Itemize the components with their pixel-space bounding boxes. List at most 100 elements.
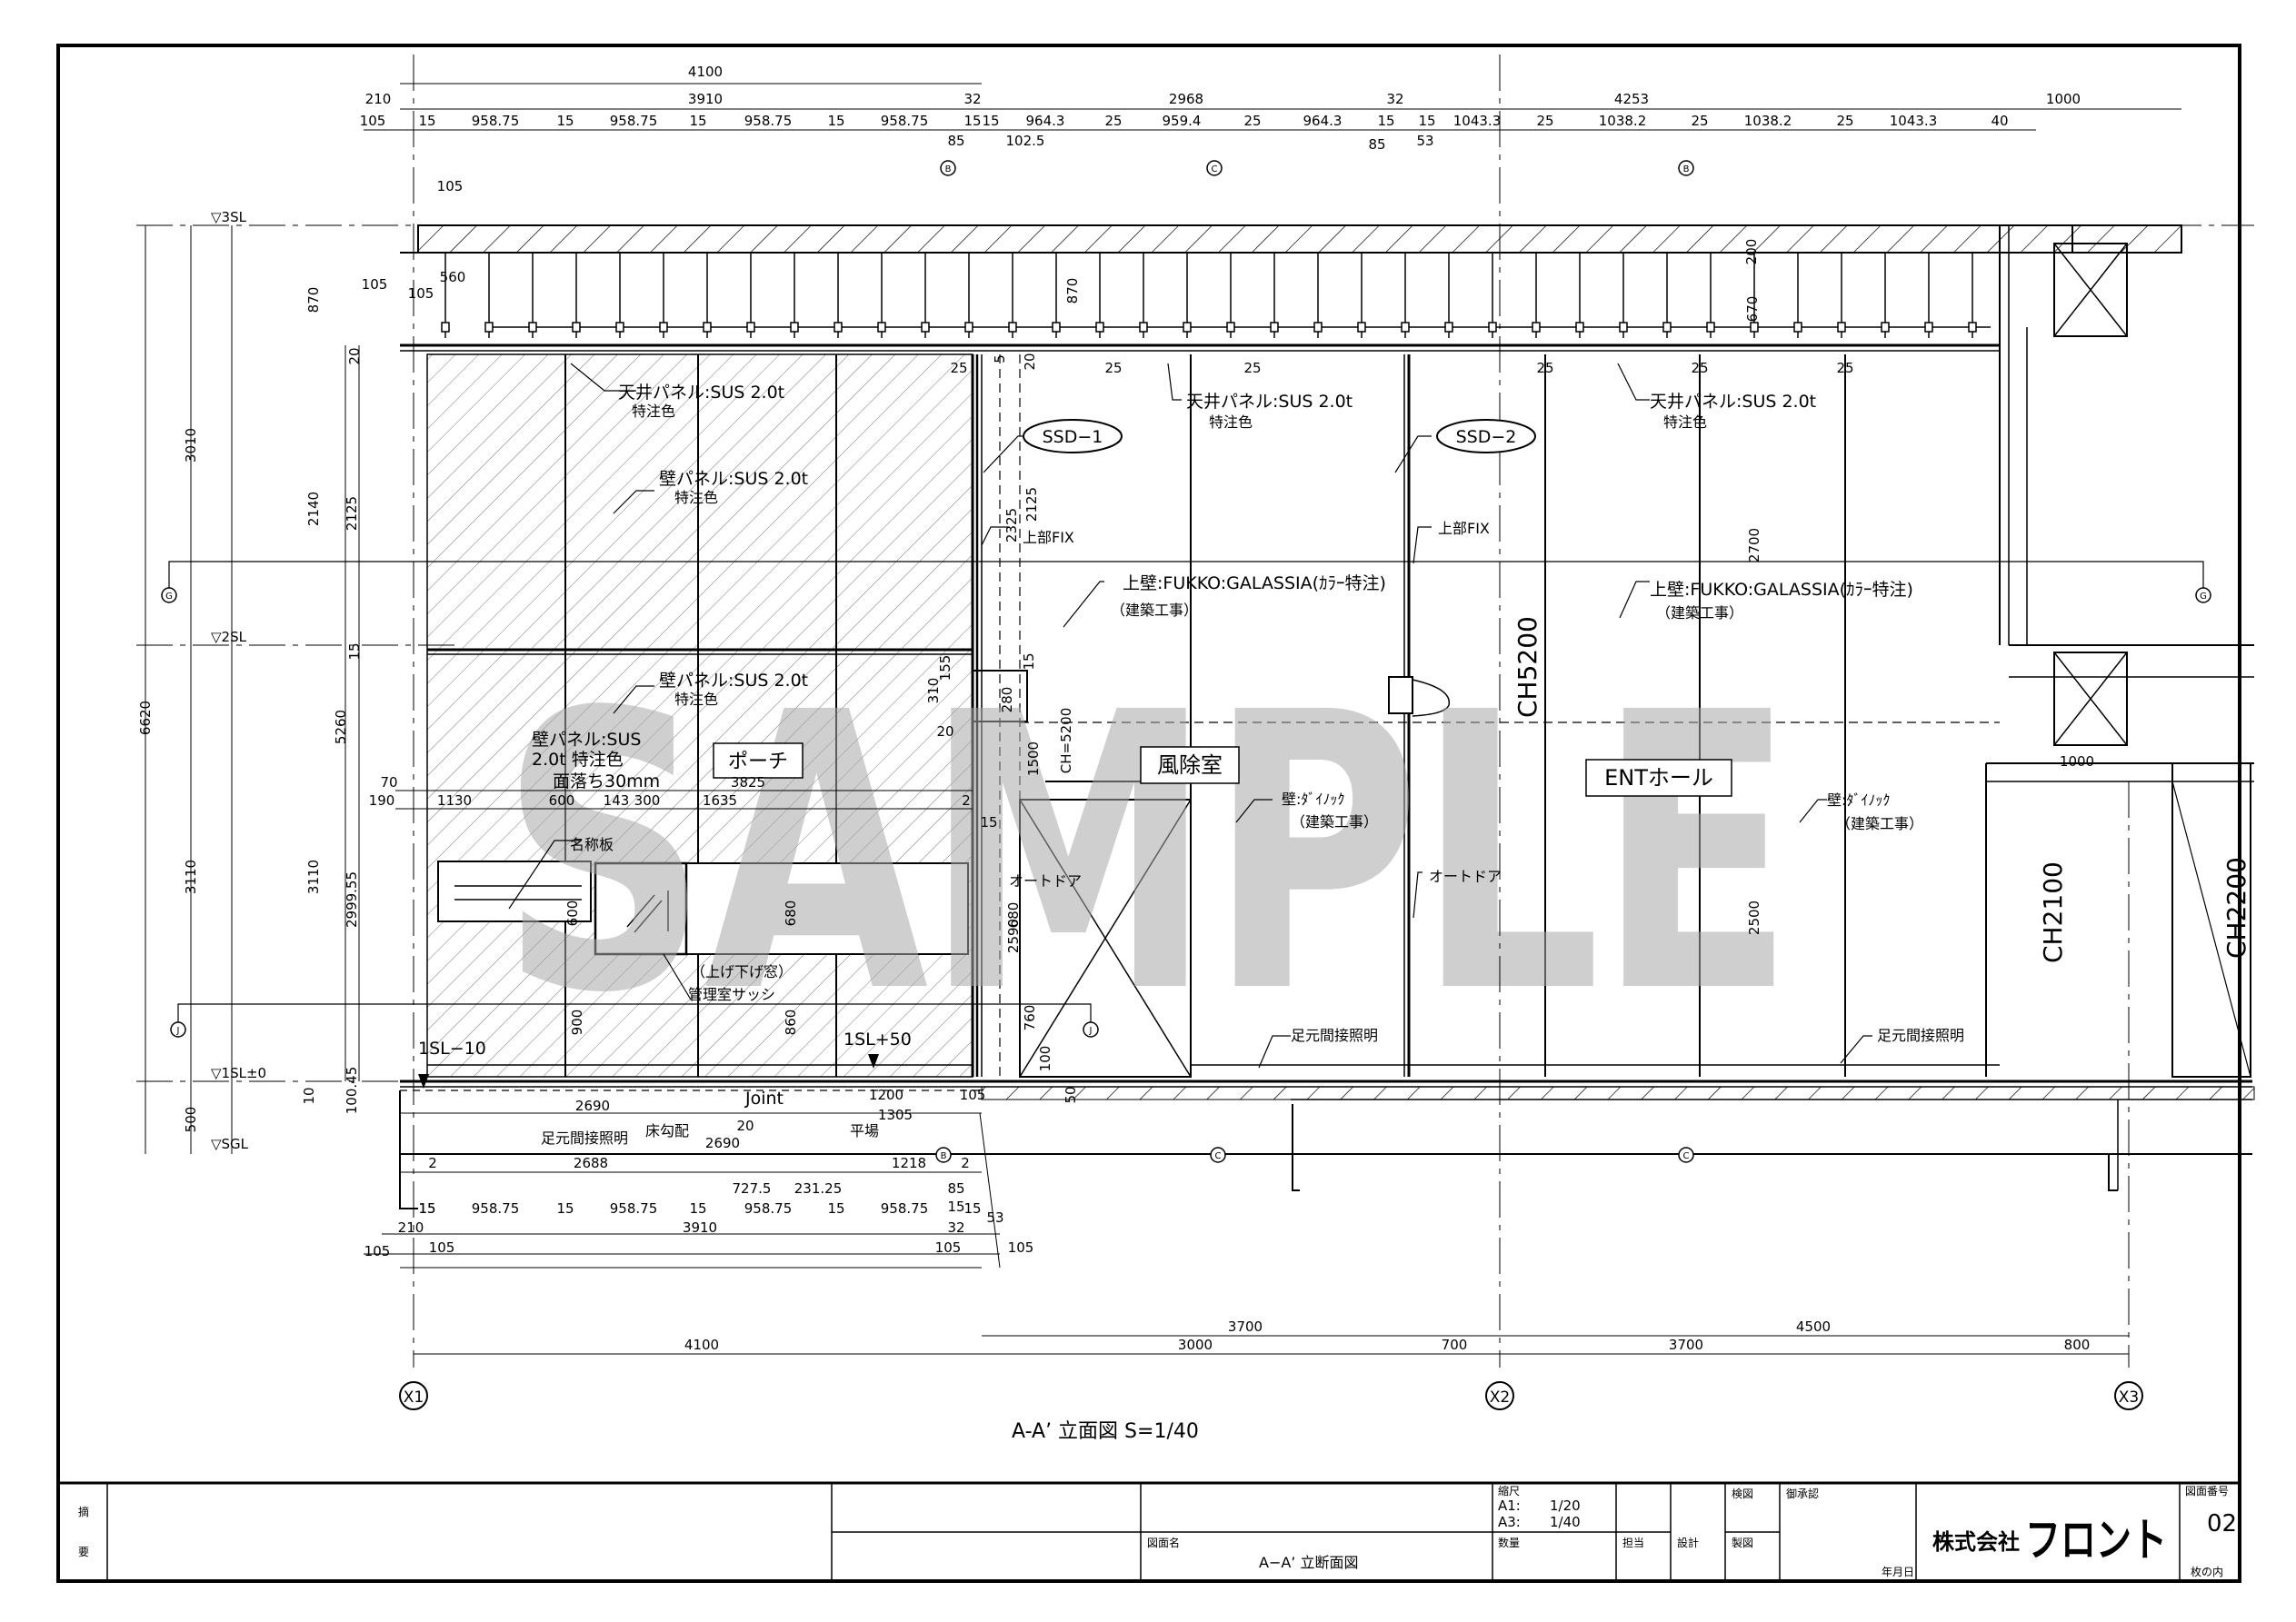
annotation-a23: （建築工事） [1111, 602, 1198, 619]
dimension-b33: 3700 [1228, 1318, 1263, 1335]
hanger-bolt [834, 322, 843, 333]
dimension-v07: 6620 [137, 701, 154, 735]
annotation-a07: 壁パネル:SUS [532, 730, 641, 750]
hanger-bolt [921, 322, 930, 333]
tb-sheets-label: 枚の内 [2191, 1565, 2223, 1578]
grid-label-x3: X3 [2119, 1388, 2139, 1407]
detail-bubble-label-e6: J [176, 1026, 180, 1036]
level-1sl: ▽1SL±0 [211, 1065, 266, 1081]
tb-design-label: 設計 [1677, 1536, 1699, 1549]
dimension-t29: 1038.2 [1599, 113, 1647, 129]
dimension-t21: 25 [1104, 113, 1122, 129]
dimension-i24: 25 [1243, 360, 1261, 376]
level-triangles [418, 1054, 879, 1089]
hanger-bolt [1662, 322, 1672, 333]
dimension-b12: 231.25 [794, 1180, 843, 1197]
dimension-t09: 105 [360, 113, 386, 129]
level-sgl: ▽SGL [211, 1136, 249, 1152]
detail-bubble-e3 [1678, 160, 1694, 176]
dimension-t05: 2968 [1169, 91, 1203, 107]
hanger-bolt [441, 322, 450, 333]
tb-sheet-no: 02 [2207, 1510, 2237, 1537]
dimension-p07: 300 [634, 792, 661, 809]
annotation-a30: 天井パネル:SUS 2.0t [1650, 392, 1816, 412]
dimension-t02: 210 [365, 91, 392, 107]
dimension-i16: 760 [1022, 1005, 1038, 1031]
ceiling-hangers [441, 253, 1977, 338]
tb-scale-a1: A1: [1498, 1498, 1521, 1514]
top-slab [417, 224, 2073, 254]
annotation-a06: 特注色 [674, 691, 718, 708]
interior-mullions [1190, 354, 2000, 1077]
hanger-bolt [572, 322, 581, 333]
dimension-t03: 3910 [688, 91, 723, 107]
annotation-a34: 壁:ﾀﾞｲﾉｯｸ [1827, 791, 1890, 809]
annotation-a16: 足元間接照明 [541, 1129, 628, 1147]
dimension-b16: 53 [986, 1209, 1003, 1226]
dimension-v18: 600 [564, 901, 581, 927]
detail-bubble-label-e7: J [1089, 1026, 1093, 1036]
dimension-i06: 155 [937, 655, 953, 682]
dimension-t39: 53 [1416, 133, 1433, 149]
dimension-b06: 2690 [705, 1135, 740, 1151]
dimension-t33: 1043.3 [1890, 113, 1938, 129]
detail-bubble-e8 [935, 1147, 952, 1163]
tb-quantity-label: 数量 [1498, 1536, 1520, 1549]
detail-bubble-label-e4: G [165, 592, 173, 602]
room-ent-hall: ENTホール [1604, 765, 1713, 791]
hanger-bolt [790, 322, 799, 333]
tb-company-name: フロント [2025, 1514, 2167, 1567]
annotation-a13: 1SL−10 [418, 1039, 486, 1059]
dimension-t14: 15 [689, 113, 706, 129]
tb-charge-label: 担当 [1622, 1537, 1644, 1549]
detail-bubble-e5 [2195, 587, 2211, 603]
dimension-t41: 105 [362, 276, 388, 293]
dimension-t13: 958.75 [610, 113, 658, 129]
dimension-b05: 20 [736, 1118, 754, 1134]
annotation-a10: 名称板 [570, 836, 614, 853]
ssd1-tag [1023, 419, 1123, 453]
dimension-t01: 4100 [688, 64, 723, 80]
annotation-a11: （上げ下げ窓） [691, 963, 793, 980]
tb-sheet-no-label: 図面番号 [2185, 1485, 2229, 1498]
dimension-v09: 3110 [183, 860, 199, 894]
hanger-bolt [1401, 322, 1410, 333]
dimension-i07: 310 [925, 678, 942, 704]
dimension-i15: 680 [1005, 902, 1022, 929]
drawing-title: A-A’ 立面図 S=1/40 [1012, 1420, 1199, 1443]
dimension-b32: 105 [1008, 1239, 1034, 1256]
dimension-b38: 3700 [1669, 1337, 1703, 1353]
annotation-a01: 天井パネル:SUS 2.0t [618, 383, 784, 403]
dimension-v02: 20 [346, 347, 363, 364]
dimension-b07: 2 [428, 1155, 437, 1171]
dimension-v05: 2125 [344, 496, 360, 531]
dimension-t04: 32 [963, 91, 981, 107]
annotation-a28: 上部FIX [1438, 520, 1490, 537]
dimension-b21: 15 [689, 1200, 706, 1217]
dimension-t10: 15 [418, 113, 435, 129]
ssd2-handle [1388, 676, 1413, 714]
annotation-a19: 天井パネル:SUS 2.0t [1186, 392, 1353, 412]
dimension-b27: 3910 [683, 1219, 717, 1236]
annotation-a29: オートドア [1429, 868, 1502, 885]
dimension-v17: 680 [783, 901, 799, 927]
ssd-tags [1023, 419, 1536, 453]
sheet-border [56, 44, 2241, 1583]
hanger-bolt [1183, 322, 1192, 333]
floor-slab [981, 1086, 2255, 1100]
dimension-v06: 15 [346, 642, 363, 660]
ch-2100: CH2100 [2038, 861, 2068, 963]
dimension-b03: 105 [960, 1087, 986, 1103]
dimension-t24: 964.3 [1303, 113, 1343, 129]
title-block [58, 1481, 2240, 1581]
tb-scale-a3-val: 1/40 [1550, 1514, 1581, 1530]
dimension-t19: 15 [982, 113, 999, 129]
dimension-i20: 670 [1744, 296, 1761, 323]
right-beam-mid [2053, 652, 2128, 746]
dimension-t42: 105 [408, 285, 434, 302]
dimension-b13: 85 [947, 1180, 964, 1197]
dimension-p09: 2 [962, 792, 971, 809]
name-plate [437, 861, 592, 922]
dimension-t32: 25 [1836, 113, 1853, 129]
